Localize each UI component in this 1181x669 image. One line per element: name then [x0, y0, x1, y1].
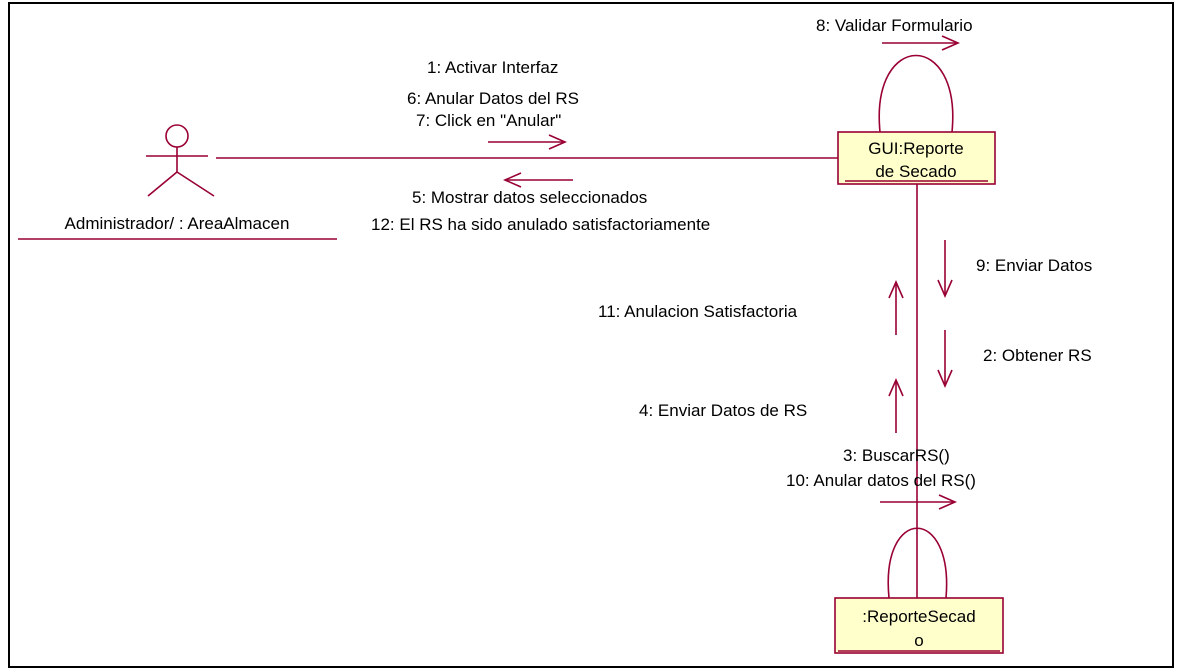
gui-object: GUI:Reporte de Secado [837, 131, 996, 185]
entity-object-name-line1: :ReporteSecad [862, 607, 975, 626]
arrow-right-m3-m10 [880, 494, 957, 510]
message-4-label: 4: Enviar Datos de RS [639, 401, 807, 420]
arrow-down-m2 [937, 330, 953, 388]
actor-label: Administrador/ : AreaAlmacen [65, 214, 290, 233]
stick-figure-actor-icon [146, 124, 215, 197]
message-2-label: 2: Obtener RS [983, 346, 1092, 365]
message-11-label: 11: Anulacion Satisfactoria [598, 302, 798, 321]
gui-self-loop [878, 54, 954, 133]
arrow-right-m8 [882, 35, 960, 51]
arrow-up-m4 [888, 378, 904, 433]
message-1-label: 1: Activar Interfaz [427, 58, 558, 77]
message-7-label: 7: Click en "Anular" [416, 111, 561, 130]
gui-object-box [837, 131, 996, 185]
entity-object: :ReporteSecad o [834, 597, 1004, 654]
entity-self-loop [887, 527, 948, 599]
arrow-up-m11 [888, 280, 904, 335]
diagram-frame [8, 2, 1174, 668]
arrow-left-m5-m12 [503, 172, 573, 188]
message-8-label: 8: Validar Formulario [816, 16, 973, 35]
entity-object-name-line2: o [914, 631, 923, 650]
gui-object-name-line2: de Secado [875, 162, 956, 181]
message-3-label: 3: BuscarRS() [843, 446, 950, 465]
message-5-label: 5: Mostrar datos seleccionados [412, 188, 647, 207]
gui-object-name-line1: GUI:Reporte [868, 139, 963, 158]
message-9-label: 9: Enviar Datos [976, 256, 1092, 275]
entity-object-box [834, 597, 1004, 654]
message-6-label: 6: Anular Datos del RS [407, 89, 579, 108]
arrow-right-m1-m6-m7 [488, 134, 567, 150]
message-10-label: 10: Anular datos del RS() [786, 471, 976, 490]
message-12-label: 12: El RS ha sido anulado satisfactoriam… [371, 215, 710, 234]
arrow-down-m9 [937, 240, 953, 298]
